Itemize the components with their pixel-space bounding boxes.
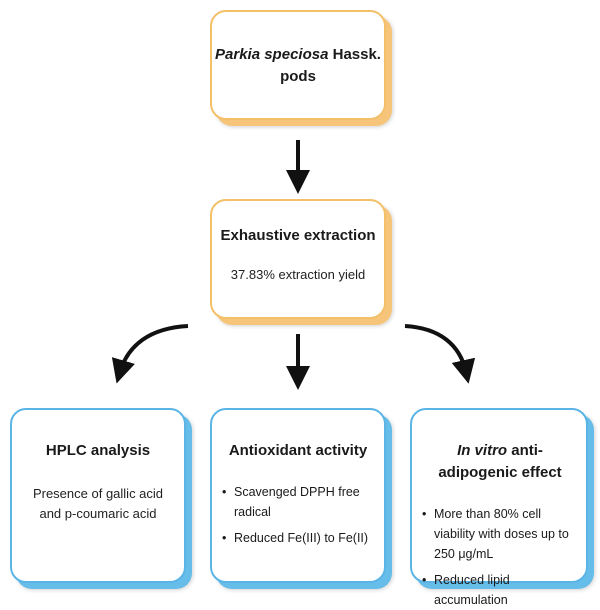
list-item: More than 80% cell viability with doses … <box>420 504 580 564</box>
source-box: Parkia speciosa Hassk. pods <box>210 10 386 120</box>
extraction-box: Exhaustive extraction 37.83% extraction … <box>210 199 386 319</box>
extraction-title: Exhaustive extraction <box>220 227 376 244</box>
invitro-box: In vitro anti-adipogenic effect More tha… <box>410 408 588 607</box>
antioxidant-title: Antioxidant activity <box>228 442 368 459</box>
list-item: Reduced lipid accumulation <box>420 570 580 610</box>
antioxidant-box: Antioxidant activity Scavenged DPPH free… <box>210 408 386 583</box>
list-item: Scavenged DPPH free radical <box>220 482 376 522</box>
arrow-extraction-to-invitro <box>404 324 476 384</box>
extraction-yield: 37.83% extraction yield <box>230 267 366 282</box>
arrow-extraction-to-hplc <box>111 324 189 384</box>
hplc-box: HPLC analysis Presence of gallic acid an… <box>10 408 186 583</box>
invitro-list: More than 80% cell viability with doses … <box>420 504 580 610</box>
hplc-title: HPLC analysis <box>45 442 151 459</box>
invitro-title: In vitro anti-adipogenic effect <box>438 442 562 481</box>
hplc-text: Presence of gallic acid and p-coumaric a… <box>32 486 164 521</box>
source-title-line2: pods <box>280 68 316 85</box>
antioxidant-list: Scavenged DPPH free radical Reduced Fe(I… <box>220 482 376 548</box>
source-title: Parkia speciosa Hassk. <box>215 46 381 63</box>
list-item: Reduced Fe(III) to Fe(II) <box>220 528 376 548</box>
